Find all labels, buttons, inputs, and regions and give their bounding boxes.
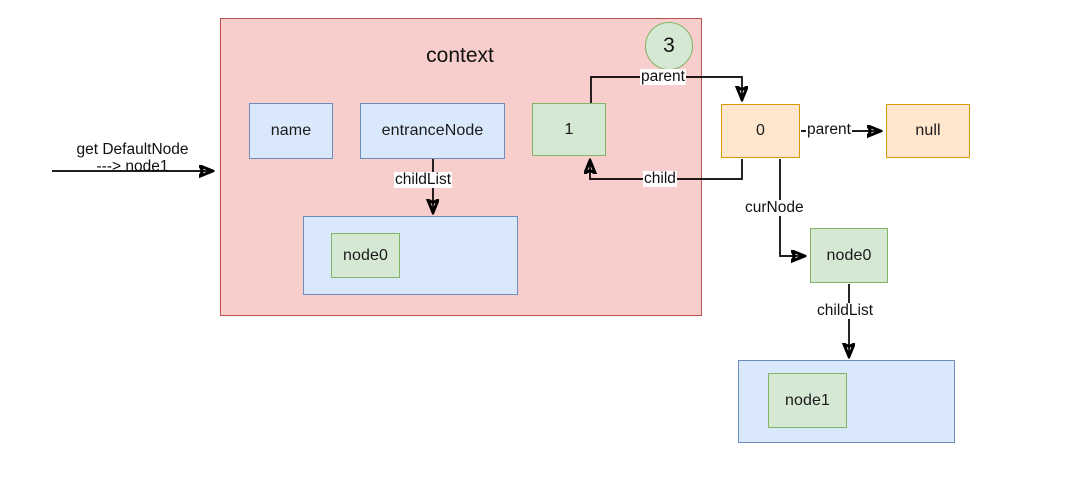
stack-frame-one: 1 [532, 103, 606, 156]
label-parent-top: parent [640, 68, 686, 86]
parent-null-box: null [886, 104, 970, 158]
context-title: context [426, 44, 494, 67]
edge-curnode [779, 159, 804, 256]
field-entrance-node: entranceNode [360, 103, 505, 159]
entry-label-top: get DefaultNode [76, 141, 189, 158]
label-curnode: curNode [744, 199, 805, 217]
entry-label: get DefaultNode ---> node1 [50, 141, 215, 176]
context-child-list-container [303, 216, 518, 295]
label-parent-right: parent [806, 121, 852, 139]
label-child: child [643, 170, 677, 188]
entry-label-bottom: ---> node1 [96, 158, 169, 176]
context-child-list-item-node0: node0 [331, 233, 400, 278]
cur-child-list-item-node1: node1 [768, 373, 847, 428]
field-name: name [249, 103, 333, 159]
stack-frame-zero: 0 [721, 104, 800, 158]
label-context-childlist: childList [394, 171, 452, 189]
label-cur-childlist: childList [816, 302, 874, 320]
cur-node-node0: node0 [810, 228, 888, 283]
